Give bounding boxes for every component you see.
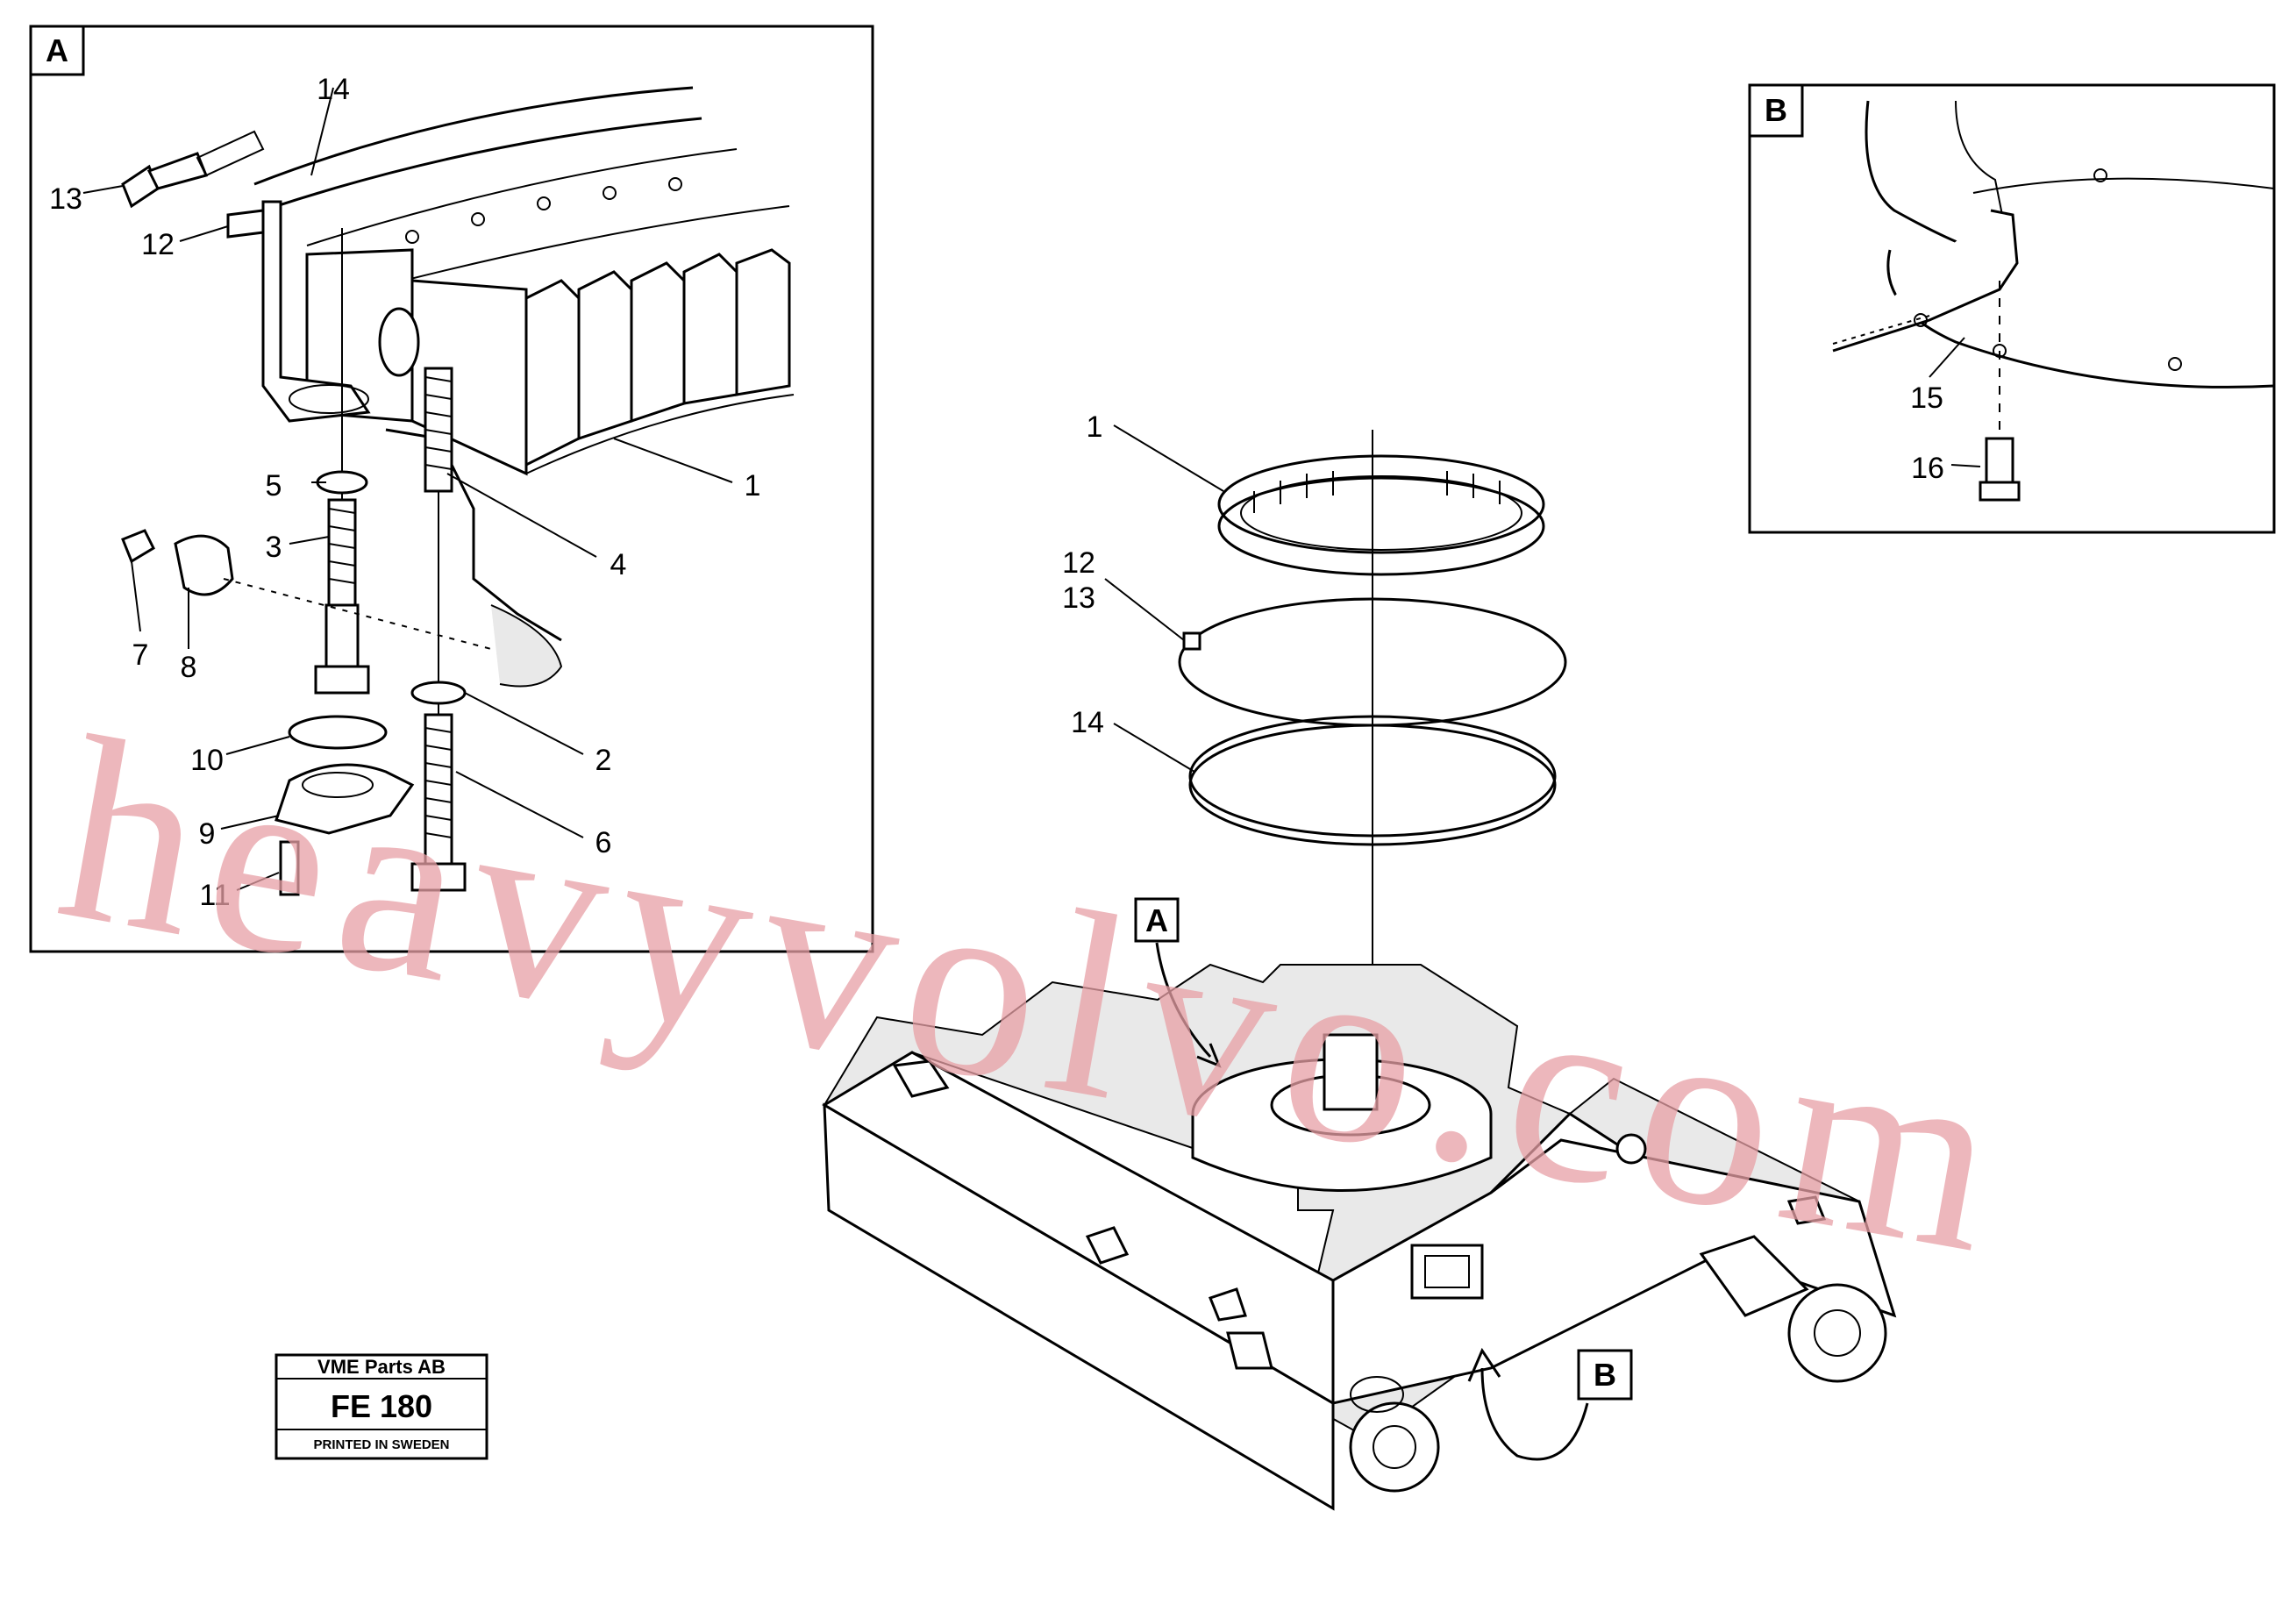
screw-16: [1985, 437, 2014, 484]
pointer-b-box: [1577, 1349, 1633, 1401]
callout-main-14: 14: [1071, 706, 1104, 739]
ring-arc-mid: [262, 117, 702, 212]
bracket-b: [1832, 209, 2019, 353]
grease-nipple-7: [121, 529, 155, 564]
callout-a-10: 10: [190, 744, 224, 777]
callout-b-16: 16: [1911, 452, 1944, 485]
callout-a-6: 6: [595, 826, 612, 859]
plate-company: VME Parts AB: [317, 1356, 446, 1378]
callout-a-13: 13: [49, 182, 82, 216]
callout-a-9: 9: [199, 817, 216, 851]
plate-code: FE 180: [331, 1388, 432, 1424]
ring-arc-inner: [306, 148, 738, 246]
callout-b-15: 15: [1910, 381, 1943, 415]
slewing-ring-1: [1217, 454, 1545, 576]
ring-lower-edge: [525, 394, 795, 474]
info-plate: VME Parts AB FE 180 PRINTED IN SWEDEN: [275, 1353, 488, 1460]
callout-a-2: 2: [595, 744, 612, 777]
callout-main-1: 1: [1087, 410, 1103, 444]
inset-a-tag-box: [29, 25, 85, 76]
main-exploded-view: 1 12 13 14: [822, 410, 1897, 1511]
undercarriage-frame: [822, 963, 1897, 1511]
bolt-3: [314, 228, 370, 695]
pointer-a-box: [1134, 897, 1180, 943]
idler-hub-right: [1787, 1283, 1887, 1383]
cover-9: [275, 763, 415, 835]
inset-b: B 15 16: [1748, 83, 2276, 534]
inset-b-frame: [1748, 83, 2276, 534]
gear-teeth: [524, 248, 791, 467]
callout-a-7: 7: [132, 638, 149, 672]
screw-11: [279, 840, 300, 896]
callout-a-4: 4: [610, 548, 627, 581]
seal-ring-14: [1188, 715, 1557, 846]
idler-hub-left: [1349, 1401, 1440, 1493]
callout-a-8: 8: [181, 651, 197, 684]
plate-printed: PRINTED IN SWEDEN: [313, 1437, 449, 1452]
callout-a-5: 5: [266, 469, 282, 503]
sensor-13: [121, 130, 265, 209]
pointer-a: A: [1134, 897, 1222, 1068]
washer-2: [410, 681, 467, 705]
o-ring-10: [288, 715, 388, 750]
pointer-a-label: A: [1145, 902, 1168, 938]
ring-arc-bolts: [403, 205, 790, 282]
callout-main-13: 13: [1062, 581, 1095, 615]
inset-b-tag-box: [1748, 83, 1804, 138]
callout-a-1: 1: [745, 469, 761, 503]
callout-a-3: 3: [266, 531, 282, 564]
inset-a-tag: A: [46, 32, 68, 68]
ring-arc-outer: [253, 86, 694, 186]
bolt-6: [410, 367, 467, 892]
pointer-b: B: [1467, 1347, 1633, 1461]
callout-a-14: 14: [317, 73, 350, 106]
bracket: [261, 200, 371, 423]
pipe-clamp: [490, 604, 563, 688]
callout-a-11: 11: [199, 879, 230, 912]
pointer-b-label: B: [1594, 1357, 1616, 1393]
plate-edge: [1886, 249, 2275, 389]
callout-main-12: 12: [1062, 546, 1095, 580]
inset-a: A: [29, 25, 874, 953]
inset-b-tag: B: [1765, 92, 1787, 128]
cable-clip-12: [226, 209, 265, 239]
inset-a-frame: [29, 25, 874, 953]
callout-a-12: 12: [141, 228, 175, 261]
fitting-8: [174, 534, 234, 596]
gear-housing-hole: [378, 307, 420, 377]
